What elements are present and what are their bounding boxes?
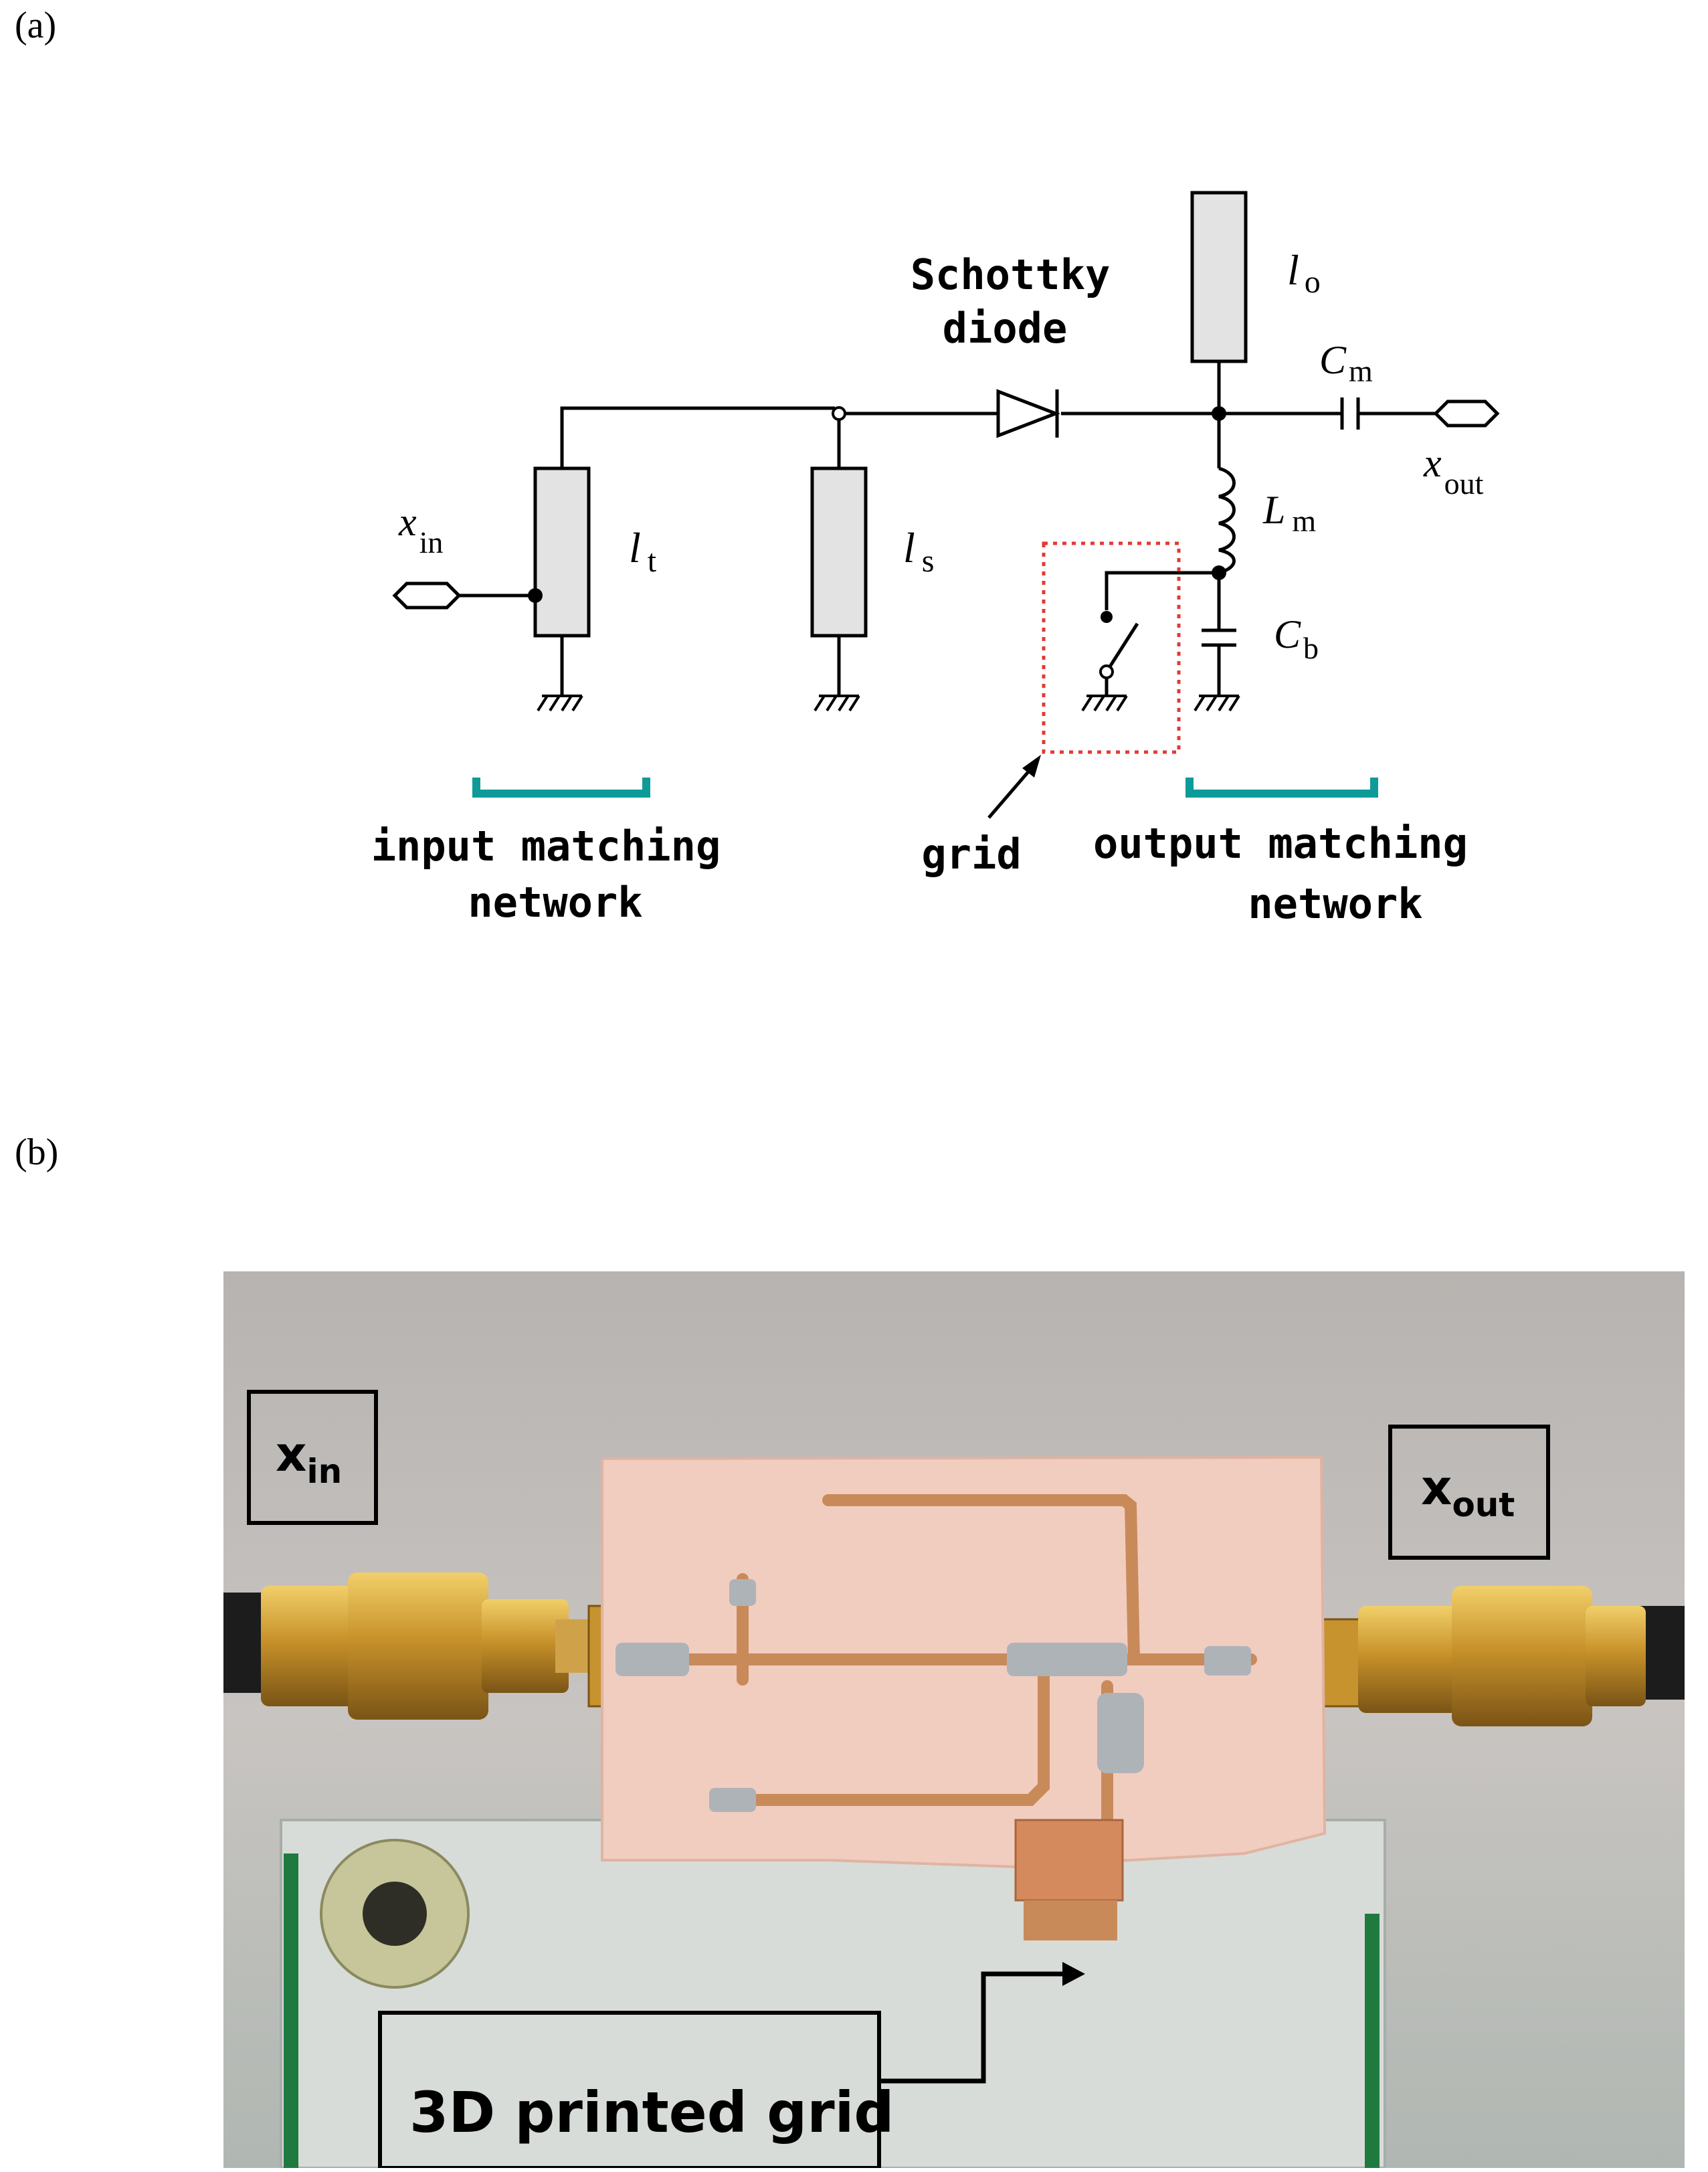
grid-callout-box	[378, 2011, 881, 2168]
cb-label: Cb	[1274, 612, 1319, 665]
ground-symbols	[537, 695, 1240, 712]
grid-dashed-box	[1042, 541, 1181, 754]
top-wire	[560, 406, 835, 414]
ls-stub	[810, 466, 868, 638]
grid-label: grid	[921, 830, 1021, 879]
input-network-label-2: network	[468, 878, 642, 927]
xin-port	[392, 581, 462, 610]
xin-callout-box	[247, 1390, 378, 1525]
junction-dot-lower	[1212, 565, 1226, 580]
xin-callout: xin	[276, 1426, 342, 1491]
xout-callout-box	[1388, 1425, 1550, 1560]
xout-port	[1433, 399, 1500, 428]
xout-callout: xout	[1421, 1459, 1515, 1524]
lo-stub	[1190, 191, 1248, 363]
grid-callout-arrow	[879, 1971, 1064, 2084]
xout-label: xout	[1423, 441, 1484, 501]
lt-stub	[533, 466, 591, 638]
junction-dot-xin	[528, 588, 543, 603]
schottky-label-1: Schottky	[911, 250, 1111, 299]
inductor-coil	[1218, 466, 1236, 575]
panel-a-label: (a)	[15, 5, 57, 46]
grid-callout: 3D printed grid	[409, 2080, 894, 2145]
grid-arrow-head	[1022, 755, 1041, 778]
schottky-diode	[996, 389, 1060, 438]
output-network-label-1: output matching	[1093, 819, 1468, 868]
sma-connector-left	[261, 1572, 669, 1720]
junction-dot-ls	[832, 406, 846, 421]
output-network-label-2: network	[1248, 879, 1422, 928]
input-network-bracket	[472, 778, 650, 798]
xin-label: xin	[398, 500, 443, 559]
schottky-label-2: diode	[943, 304, 1068, 353]
output-network-bracket	[1185, 778, 1378, 798]
junction-dot-main	[1212, 406, 1226, 421]
input-network-label-1: input matching	[371, 822, 721, 871]
panel-b-label: (b)	[15, 1132, 59, 1173]
device-photo: xin xout 3D printed grid	[223, 1271, 1685, 2168]
printed-grid-pad	[1014, 1819, 1124, 1902]
base-board	[280, 1819, 1386, 2168]
cm-label: Cm	[1319, 338, 1373, 388]
